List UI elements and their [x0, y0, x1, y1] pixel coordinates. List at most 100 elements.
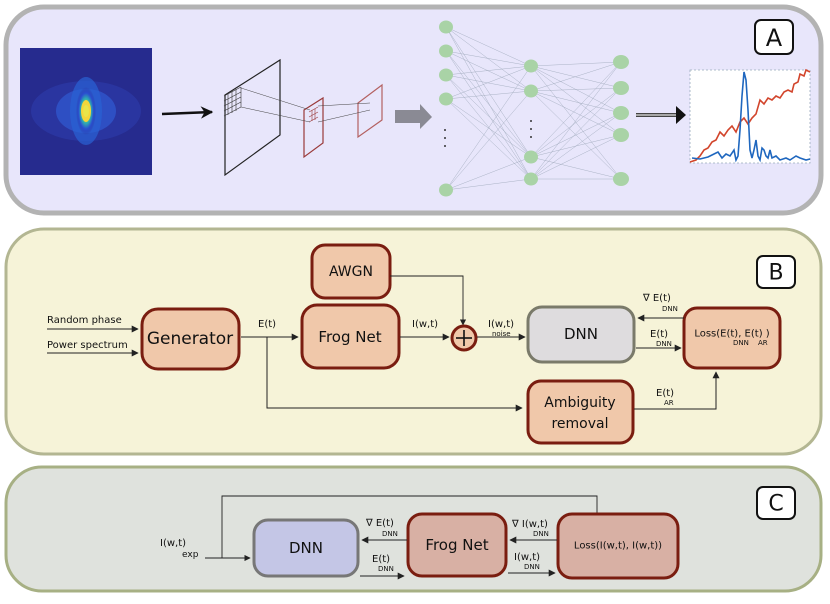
panel-b: B Random phase Power spectrum Generator …: [4, 227, 823, 456]
arrow-to-ambiguity: [266, 337, 523, 412]
network-edge: [530, 65, 622, 89]
network-edge: [530, 87, 622, 158]
label-c-grad-e-sub: DNN: [382, 530, 398, 538]
network-edge: [445, 90, 532, 100]
arrow-cnn-to-dense: [395, 104, 432, 129]
arrow-ambiguity-to-loss: [634, 371, 720, 410]
panel-c-tag-label: C: [768, 492, 783, 517]
network-node: [613, 172, 629, 186]
network-node: [524, 172, 538, 186]
network-node: [439, 92, 453, 106]
awgn-box: AWGN: [310, 243, 392, 300]
loss-c-label: Loss(I(w,t), I(w,t)): [574, 541, 662, 552]
sum-node: [450, 324, 478, 352]
network-node: [439, 68, 453, 82]
arrow-image-to-cnn: [161, 106, 214, 119]
network-edge: [445, 50, 532, 180]
output-pulse-plot: [689, 68, 811, 164]
network-edge: [445, 98, 532, 180]
network-edge: [445, 178, 532, 191]
label-c-e-dnn: E(t): [372, 554, 390, 565]
network-edge: [530, 65, 622, 136]
network-edge: [445, 74, 532, 180]
network-node: [524, 150, 538, 164]
arrow-awgn-to-sum: [390, 275, 467, 326]
panel-a: A: [3, 4, 824, 216]
network-edge: [445, 74, 532, 92]
network-edge: [445, 26, 532, 158]
network-edge: [530, 112, 622, 158]
network-node: [524, 59, 538, 73]
network-node: [613, 81, 629, 95]
panel-c: C I(w,t) exp DNN Frog Net Loss(I(w,t), I…: [4, 465, 823, 593]
label-i-exp: I(w,t): [160, 538, 186, 549]
panel-b-tag: B: [756, 255, 796, 289]
loss-sub-ar: AR: [758, 339, 768, 347]
network-edge: [445, 74, 532, 158]
frog-net-label: Frog Net: [318, 328, 381, 346]
panel-b-tag-label: B: [768, 261, 783, 286]
ambiguity-label-line2: removal: [551, 416, 608, 432]
label-c-grad-e: ∇ E(t): [365, 518, 394, 529]
panel-c-tag: C: [756, 486, 796, 520]
network-edge: [445, 26, 532, 180]
input-power-spectrum: Power spectrum: [47, 340, 128, 351]
network-edge: [530, 90, 622, 136]
label-c-grad-i: ∇ I(w,t): [511, 519, 548, 530]
label-c-i-dnn-sub: DNN: [524, 563, 540, 571]
dnn-box: DNN: [526, 305, 636, 364]
network-edge: [530, 61, 622, 158]
label-c-e-dnn-sub: DNN: [378, 565, 394, 573]
network-edge: [530, 61, 622, 180]
dnn-c-label: DNN: [289, 539, 323, 557]
ellipsis-dots: [444, 120, 532, 147]
loss-box: Loss(E(t), E(t) ) DNN AR: [682, 306, 782, 370]
dense-network: [439, 20, 629, 197]
panel-a-tag-label: A: [766, 24, 783, 52]
network-node: [613, 128, 629, 142]
label-e-dnn-sub: DNN: [656, 340, 672, 348]
label-i-exp-sub: exp: [182, 550, 199, 560]
network-edge: [530, 61, 622, 67]
awgn-label: AWGN: [329, 264, 373, 280]
label-e-t: E(t): [258, 319, 276, 330]
network-edge: [445, 50, 532, 67]
loss-sub-dnn: DNN: [733, 339, 749, 347]
ambiguity-label-line1: Ambiguity: [544, 395, 615, 411]
network-edge: [445, 156, 532, 191]
input-random-phase: Random phase: [47, 315, 122, 326]
label-grad-e-dnn-sub: DNN: [662, 305, 678, 313]
label-grad-e-dnn: ∇ E(t): [642, 293, 671, 304]
network-edge: [530, 90, 622, 114]
label-e-ar-sub: AR: [664, 399, 674, 407]
network-edge: [445, 90, 532, 191]
network-edge: [445, 50, 532, 92]
frog-trace-image: [20, 48, 152, 175]
network-edge: [530, 112, 622, 180]
cnn-diagram: [223, 58, 383, 177]
network-edge: [445, 26, 532, 92]
network-node: [613, 55, 629, 69]
network-node: [439, 44, 453, 58]
dnn-label: DNN: [564, 325, 598, 343]
label-i-noise: I(w,t): [488, 319, 514, 330]
frog-net-c-label: Frog Net: [425, 536, 488, 554]
label-e-dnn: E(t): [650, 329, 668, 340]
panel-a-tag: A: [754, 19, 794, 55]
label-i-wt: I(w,t): [412, 319, 438, 330]
generator-label: Generator: [147, 329, 233, 349]
ambiguity-removal-box: Ambiguity removal: [526, 379, 635, 445]
loss-c-box: Loss(I(w,t), I(w,t)): [556, 512, 680, 580]
network-node: [613, 106, 629, 120]
network-edge: [530, 87, 622, 180]
label-c-i-dnn: I(w,t): [514, 552, 540, 563]
network-edge: [445, 50, 532, 158]
generator-box: Generator: [140, 307, 241, 371]
network-edge: [530, 134, 622, 180]
network-edge: [530, 156, 622, 180]
network-edge: [445, 65, 532, 76]
network-node: [439, 20, 453, 34]
network-edge: [445, 65, 532, 100]
network-node: [524, 84, 538, 98]
